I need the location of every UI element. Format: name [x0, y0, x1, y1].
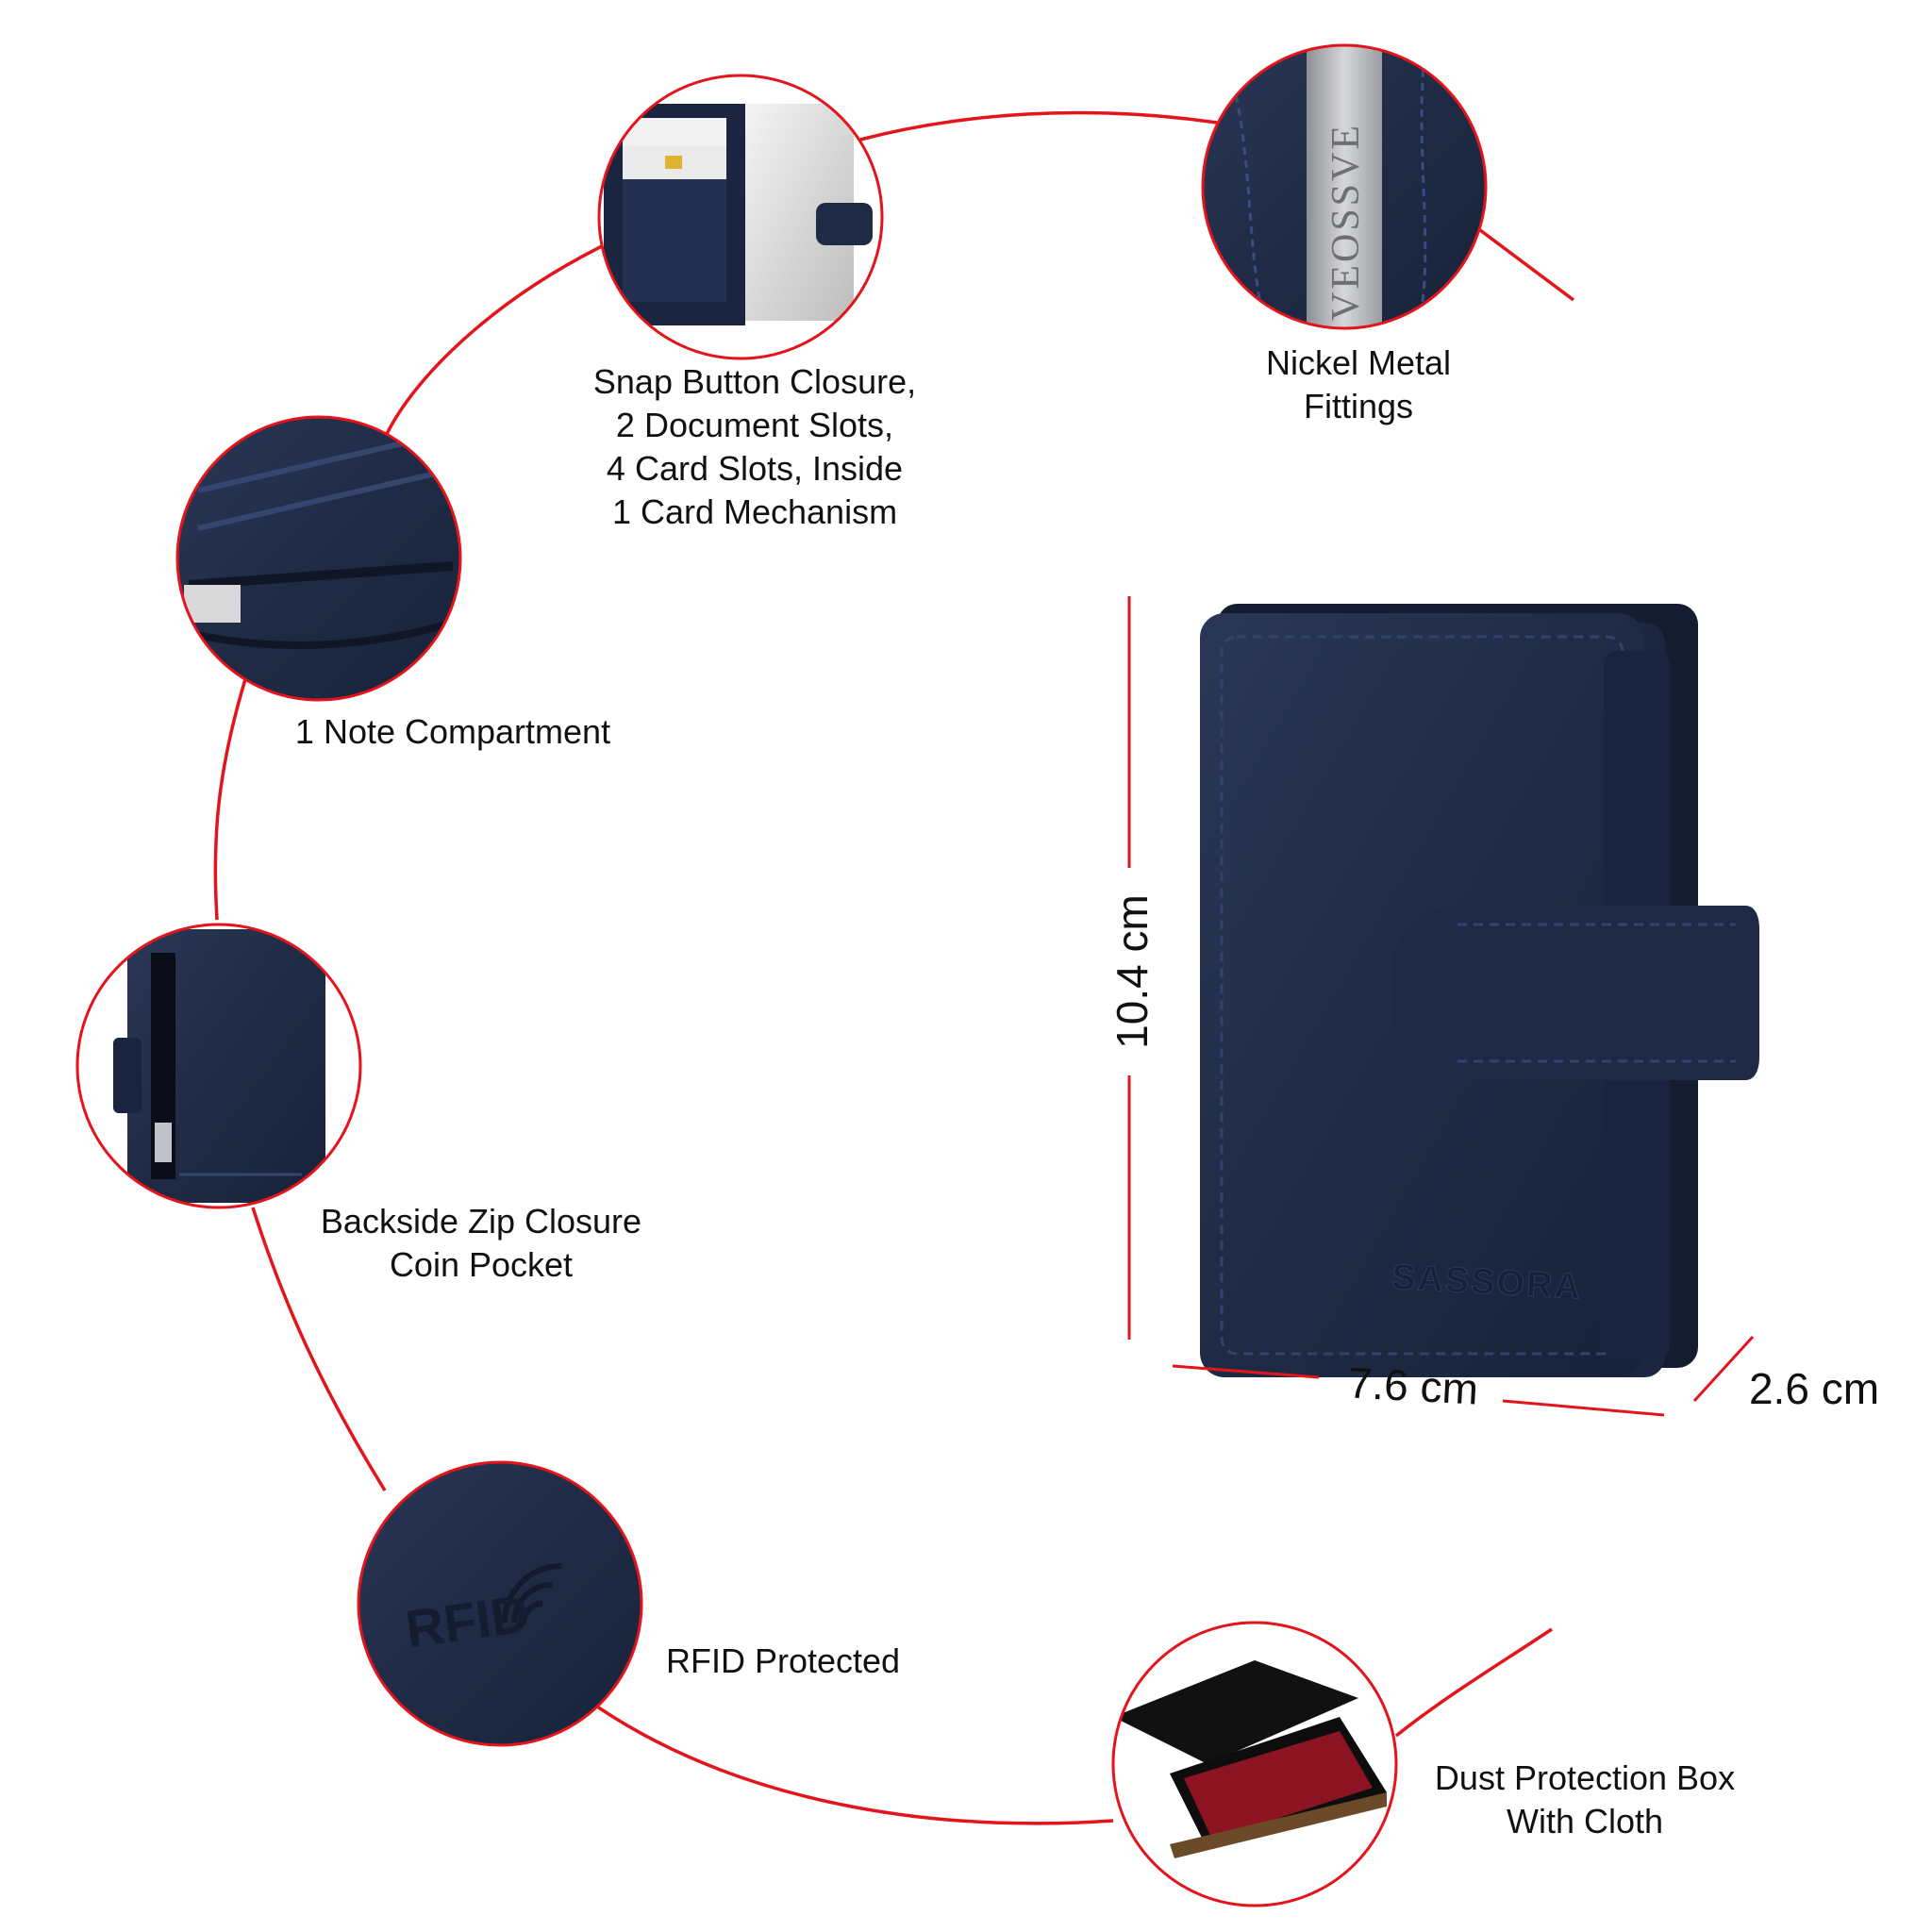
width-dimension-line [1172, 1364, 1665, 1417]
width-dimension-label: 7.6 cm [1346, 1357, 1480, 1414]
note-compartment-feature-label: 1 Note Compartment [294, 712, 611, 751]
nickel-metal-feature-label: Nickel Metal Fittings [1265, 343, 1452, 425]
zip-coin-pocket-feature-label: Backside Zip Closure Coin Pocket [320, 1202, 642, 1284]
note-compartment-detail-image [175, 415, 462, 702]
zip-pocket-detail-image [75, 923, 362, 1209]
rfid-detail-image: RFID [357, 1460, 643, 1747]
metal-tag-logo: VEOSSVE [1324, 123, 1368, 321]
snap-button-detail-image [597, 74, 884, 360]
rfid-feature-label: RFID Protected [665, 1641, 901, 1680]
depth-dimension-line [1692, 1335, 1755, 1403]
height-dimension-label: 10.4 cm [1108, 894, 1157, 1049]
dust-box-feature-label: Dust Protection Box With Cloth [1434, 1758, 1736, 1840]
snap-button-feature-label: Snap Button Closure, 2 Document Slots, 4… [592, 362, 917, 531]
connector-arc [213, 110, 1575, 1825]
nickel-metal-detail-image: VEOSSVE [1201, 43, 1488, 330]
depth-dimension-label: 2.6 cm [1748, 1364, 1880, 1413]
dust-box-detail-image [1111, 1621, 1398, 1907]
main-wallet-image: SASSORA [1200, 604, 1759, 1377]
